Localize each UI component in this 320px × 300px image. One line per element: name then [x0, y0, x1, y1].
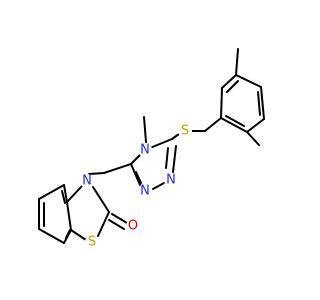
bond-benz-c5-c6 — [63, 184, 68, 203]
atom-n-benzothiazole: N — [80, 174, 94, 189]
bond-ar-6-1 — [220, 117, 248, 133]
bond-ar-3-4 — [235, 74, 262, 88]
atom-s-thioether-label: S — [181, 124, 189, 139]
bond-me-top — [235, 48, 239, 76]
bond-ar-4-5 — [260, 86, 265, 120]
bond-ar-1-2 — [220, 87, 223, 119]
atom-n-right: N — [164, 173, 178, 188]
bond-benz-c4-c5 — [66, 201, 72, 231]
atom-n-benzothiazole-label: N — [82, 174, 92, 189]
bond-ch2-aryl — [204, 117, 222, 132]
bond-layer — [38, 48, 265, 244]
bond-carbonyl-1 — [111, 213, 128, 224]
atom-n-left-label: N — [140, 184, 150, 199]
bond-ring-c5-n — [66, 185, 83, 203]
atom-s-thioether: S — [178, 124, 192, 139]
bond-ar-db-1 — [226, 80, 239, 93]
bond-n-methyl — [143, 116, 147, 143]
bond-me-right — [246, 131, 260, 146]
bond-tri-db-1 — [135, 171, 142, 184]
bond-ar-db-3 — [225, 115, 245, 127]
bond-tri-n1-c5 — [130, 163, 141, 186]
atom-s-ring-label: S — [88, 235, 96, 250]
bond-c3-s — [171, 133, 180, 140]
bond-tri-c3-n2 — [172, 145, 177, 173]
bond-benz-c2-c3 — [38, 228, 65, 244]
bond-ring-n-c2 — [92, 186, 110, 213]
bond-n-ch2 — [88, 172, 105, 175]
bond-benz-db-2 — [65, 229, 71, 239]
bond-benz-c6-c1 — [38, 184, 65, 200]
bond-ar-5-6 — [246, 118, 265, 133]
atom-layer: S N N N N — [80, 124, 192, 250]
bond-ring-c2-s — [97, 211, 110, 237]
bond-ch2-c5 — [103, 163, 132, 174]
bond-benz-db-3 — [61, 190, 66, 204]
structure-svg: S N N N N — [38, 48, 265, 250]
bond-tri-db-2 — [165, 147, 169, 169]
bond-ar-db-2 — [257, 91, 261, 116]
atom-n-right-label: N — [166, 173, 176, 188]
bond-tri-n2-n1 — [152, 182, 165, 190]
atom-s-ring: S — [85, 235, 99, 250]
bond-ar-2-3 — [221, 74, 237, 89]
bond-tri-c5-n4 — [130, 154, 141, 165]
molecule-diagram: S N N N N — [38, 48, 265, 250]
bond-tri-n4-c3 — [149, 138, 173, 149]
bond-ring-s-c4 — [70, 229, 87, 241]
atom-n-left: N — [138, 184, 152, 199]
atom-n-methyl-label: N — [140, 143, 150, 158]
atom-o-carbonyl-label: O — [128, 219, 138, 234]
atom-n-methyl: N — [138, 143, 152, 158]
bond-carbonyl-2 — [108, 219, 125, 230]
atom-o-carbonyl: O — [126, 219, 140, 234]
